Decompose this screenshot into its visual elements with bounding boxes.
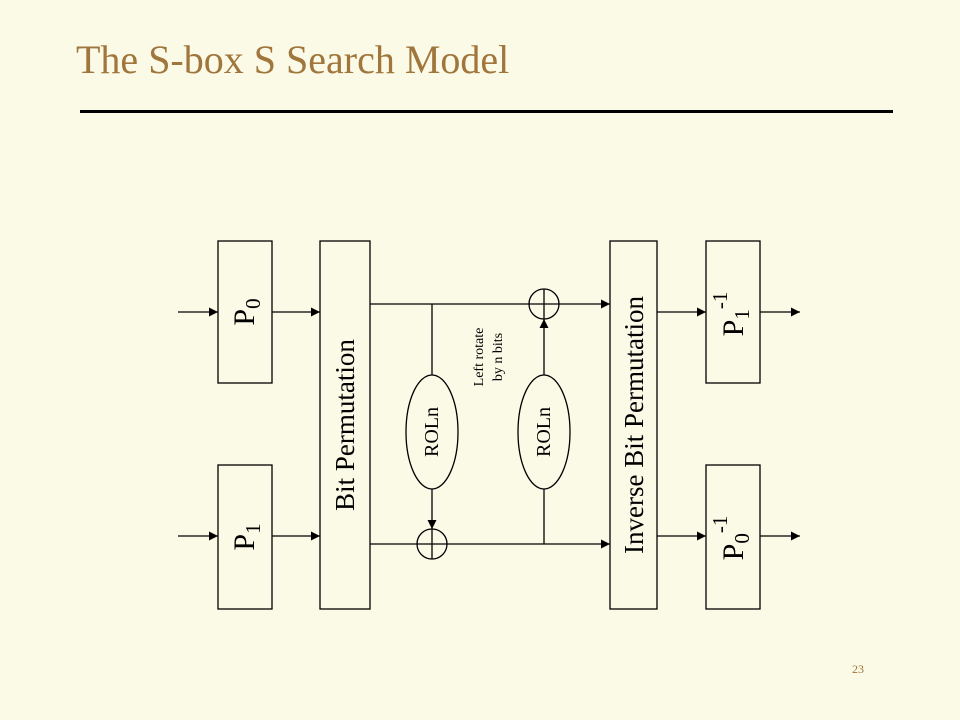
rol-left-label: ROLn (421, 407, 443, 457)
xor-top (528, 288, 560, 320)
p1-inverse-label: P1-1 (708, 292, 754, 337)
p0-inverse-box (705, 464, 761, 610)
xor-bottom (416, 528, 448, 560)
page-number: 23 (852, 662, 864, 676)
rol-right-label: ROLn (533, 407, 555, 457)
inverse-bit-permutation-label: Inverse Bit Permutation (619, 296, 649, 554)
p0-label: P0 (228, 298, 265, 325)
bit-permutation-label: Bit Permutation (330, 339, 360, 511)
annotation-line1: Left rotate (472, 328, 487, 387)
p0-inverse-label: P0-1 (708, 516, 754, 561)
page-title: The S-box S Search Model (76, 37, 510, 82)
p1-box (217, 464, 273, 610)
inverse-bit-permutation-box (609, 240, 658, 610)
title-divider (80, 110, 893, 113)
bit-permutation-box (319, 240, 371, 610)
p1-label: P1 (228, 523, 265, 550)
annotation-line2: by n bits (491, 333, 506, 381)
